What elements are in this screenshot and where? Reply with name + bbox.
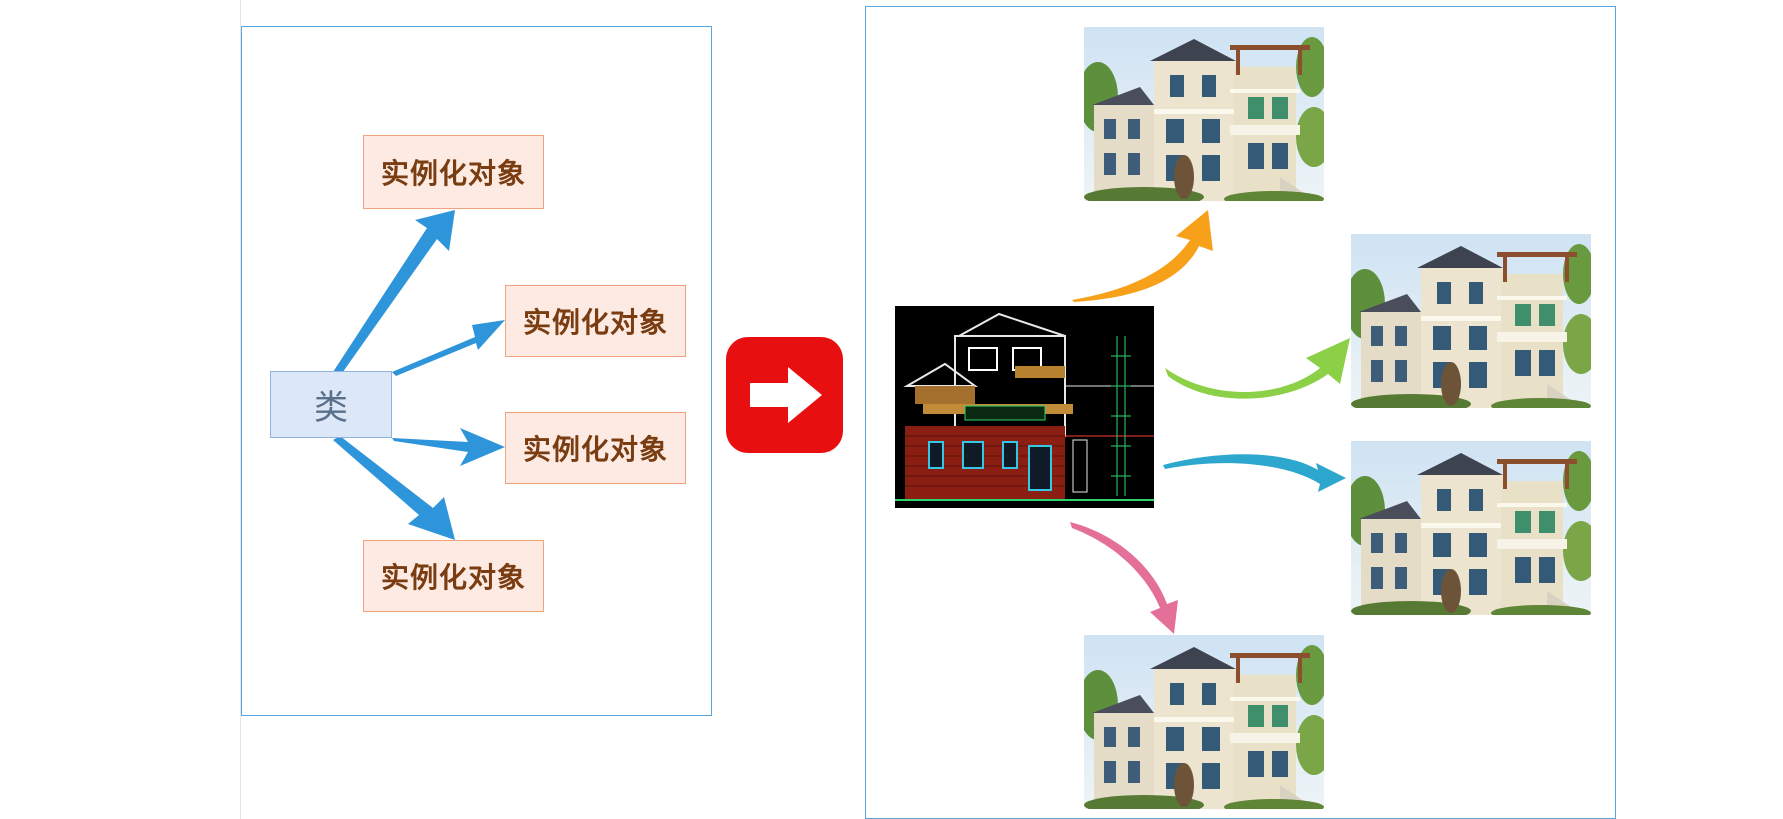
page-divider-line [240, 0, 241, 819]
object-box-3: 实例化对象 [505, 412, 686, 484]
pink-curved-arrow [1070, 522, 1178, 634]
object-label: 实例化对象 [522, 433, 668, 466]
object-label: 实例化对象 [380, 561, 526, 594]
arrow-to-object-4 [333, 436, 455, 540]
arrow-to-object-3 [392, 428, 505, 466]
object-box-2: 实例化对象 [505, 285, 686, 357]
right-arrow-icon [750, 367, 822, 423]
object-label: 实例化对象 [522, 306, 668, 339]
arrow-to-object-1 [333, 210, 455, 376]
green-curved-arrow [1165, 338, 1350, 399]
teal-curved-arrow [1163, 454, 1346, 492]
orange-curved-arrow [1072, 210, 1213, 302]
class-box: 类 [270, 371, 392, 438]
class-label: 类 [314, 388, 348, 428]
object-box-1: 实例化对象 [363, 135, 544, 209]
object-label: 实例化对象 [380, 157, 526, 190]
object-box-4: 实例化对象 [363, 540, 544, 612]
convert-arrow-button [726, 337, 843, 453]
arrow-to-object-2 [392, 320, 505, 376]
